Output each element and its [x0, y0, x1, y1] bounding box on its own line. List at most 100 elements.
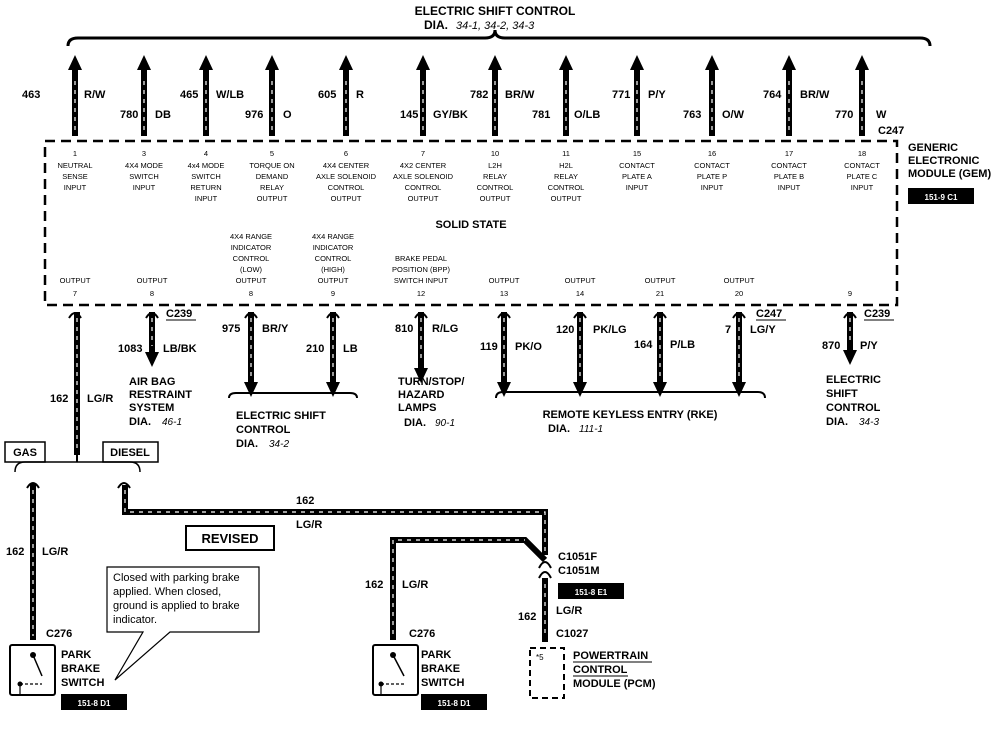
bottom-arrow	[326, 382, 340, 397]
bottom-pin-desc: (LOW)	[240, 265, 263, 274]
top-circuit: 764	[763, 89, 782, 101]
esc-right-line-2: SHIFT	[826, 388, 858, 400]
esc-right-line-3: CONTROL	[826, 402, 881, 414]
bottom-color: LB	[343, 343, 358, 355]
bottom-arrow	[244, 382, 258, 397]
top-arrow	[855, 55, 869, 70]
bottom-pin-2: 4X4 RANGEINDICATORCONTROL(LOW)OUTPUT8975…	[222, 232, 289, 397]
top-pin-desc: OUTPUT	[257, 194, 288, 203]
top-pin-desc: RELAY	[260, 183, 284, 192]
airbag-dia-ref: 46-1	[162, 417, 182, 428]
top-pin-number: 16	[708, 149, 716, 158]
bottom-circuit: 7	[725, 324, 731, 336]
top-arrow	[265, 55, 279, 70]
pcm-wire-circuit: 162	[518, 611, 536, 623]
module-name: GENERIC ELECTRONIC MODULE (GEM) 151-9 C1	[908, 142, 991, 204]
esc-low-dia-ref: 34-2	[269, 439, 289, 450]
top-color: GY/BK	[433, 109, 468, 121]
module-connector-top: C247	[878, 125, 904, 137]
bottom-color: PK/O	[515, 341, 542, 353]
bottom-connector-arc	[653, 312, 667, 319]
bottom-pin-desc: (HIGH)	[321, 265, 345, 274]
top-pin-desc: CONTACT	[771, 161, 807, 170]
park-mid-line-3: SWITCH	[421, 677, 464, 689]
top-pin-number: 11	[562, 149, 570, 158]
park-left-ref: 151-8 D1	[78, 699, 111, 708]
bottom-connector-arc	[244, 312, 258, 319]
bottom-circuit: 120	[556, 324, 574, 336]
top-pin-number: 10	[491, 149, 499, 158]
bottom-pin-number: 8	[150, 289, 154, 298]
top-arrow	[416, 55, 430, 70]
top-pin-desc: INPUT	[64, 183, 87, 192]
top-bracket	[66, 29, 932, 47]
callout-line-4: indicator.	[113, 614, 157, 626]
top-pin-desc: INPUT	[626, 183, 649, 192]
gas-wire-circuit: 162	[6, 546, 24, 558]
top-circuit: 782	[470, 89, 488, 101]
bottom-pin-number: 9	[331, 289, 335, 298]
bottom-color: LG/Y	[750, 324, 776, 336]
top-pin-desc: SWITCH	[191, 172, 221, 181]
bottom-circuit: 164	[634, 339, 653, 351]
top-pin-desc: RELAY	[483, 172, 507, 181]
turn-dia: DIA.	[404, 417, 426, 429]
bottom-pin-desc: INDICATOR	[313, 243, 354, 252]
top-circuit: 465	[180, 89, 198, 101]
top-color: R	[356, 89, 364, 101]
top-pin-desc: 4X4 CENTER	[323, 161, 370, 170]
callout-line-3: ground is applied to brake	[113, 600, 240, 612]
top-pin-desc: DEMAND	[256, 172, 289, 181]
dest-esc-right: ELECTRIC SHIFT CONTROL DIA. 34-3	[826, 374, 881, 428]
gas-label: GAS	[13, 447, 37, 459]
bottom-connector: C239	[864, 308, 890, 320]
esc-low-bracket	[228, 392, 358, 399]
top-circuit: 780	[120, 109, 138, 121]
top-pin-desc: INPUT	[701, 183, 724, 192]
module-ref-badge	[908, 188, 974, 204]
turn-line-3: LAMPS	[398, 402, 437, 414]
pcm-wire: 162 LG/R C1027	[518, 578, 588, 642]
module-name-line-1: GENERIC	[908, 142, 958, 154]
top-color: BR/W	[505, 89, 535, 101]
c1051f-label: C1051F	[558, 551, 597, 563]
top-pin-desc: PLATE C	[847, 172, 878, 181]
dest-rke: REMOTE KEYLESS ENTRY (RKE) DIA. 111-1	[543, 409, 718, 435]
park-mid-line-2: BRAKE	[421, 663, 460, 675]
top-dia-refs: 34-1, 34-2, 34-3	[456, 20, 535, 32]
top-pin-desc: PLATE B	[774, 172, 804, 181]
diesel-label: DIESEL	[110, 447, 150, 459]
top-pin-desc: PLATE P	[697, 172, 727, 181]
bottom-pin-desc: CONTROL	[233, 254, 270, 263]
c1051-ref-badge	[558, 583, 624, 599]
top-pin-desc: 4x4 MODE	[188, 161, 225, 170]
top-pin-desc: INPUT	[195, 194, 218, 203]
bottom-pin-desc: CONTROL	[315, 254, 352, 263]
top-pin-desc: OUTPUT	[480, 194, 511, 203]
top-pin-number: 3	[142, 149, 146, 158]
bottom-arrow	[843, 350, 857, 365]
top-pin-desc: INPUT	[133, 183, 156, 192]
top-circuit: 770	[835, 109, 853, 121]
top-circuit: 763	[683, 109, 701, 121]
bottom-connector-arc	[326, 312, 340, 319]
top-pin-desc: CONTROL	[548, 183, 585, 192]
top-arrow	[559, 55, 573, 70]
module-ref-text: 151-9 C1	[925, 193, 958, 202]
top-pin-desc: 4X4 MODE	[125, 161, 163, 170]
turn-line-1: TURN/STOP/	[398, 376, 464, 388]
bottom-connector-arc	[573, 312, 587, 319]
pcm-line-1: POWERTRAIN	[573, 650, 648, 662]
bottom-pin-desc: SWITCH INPUT	[394, 276, 449, 285]
bottom-circuit: 810	[395, 323, 413, 335]
callout-line-2: applied. When closed,	[113, 586, 221, 598]
